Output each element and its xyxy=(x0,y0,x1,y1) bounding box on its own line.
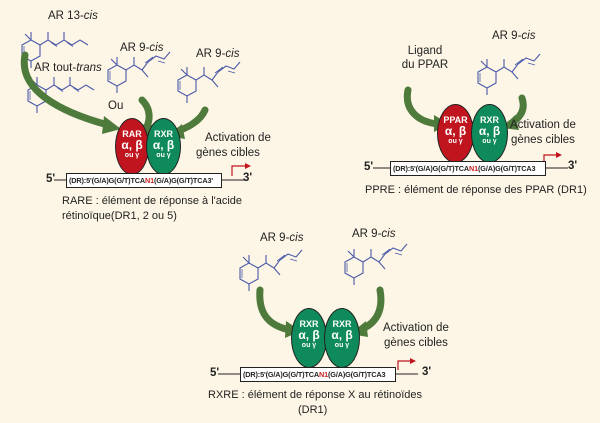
seq-post-rar: (G/A)G(G/T)TCA3' xyxy=(154,176,213,185)
caption-rxre-2: (DR1) xyxy=(298,404,328,416)
oval-rxr-rar: RXR α, β ou γ xyxy=(146,118,181,175)
arrow-rar-left xyxy=(20,51,112,129)
label-genes-rxr: gènes cibles xyxy=(384,337,448,349)
seq-post-rxr: (G/A)G(G/T)TCA3 xyxy=(328,370,386,379)
oval-rxr-ppar-name: RXR xyxy=(479,115,499,125)
tss-arrow-rar xyxy=(231,165,247,176)
arrow-rxr-left xyxy=(256,286,294,334)
three-prime-ppar: 3' xyxy=(568,160,578,172)
label-ar-tout-trans: AR tout-trans xyxy=(34,62,102,74)
oval-rxr-ppar-ou: ou γ xyxy=(482,138,497,145)
label-ar-9cis-rar-b: AR 9-cis xyxy=(196,48,240,60)
oval-rxr-rar-ou: ou γ xyxy=(156,152,171,159)
seq-pre-rar: (DR):5'(G/A)G(G/T)TCA xyxy=(69,176,145,185)
label-activation-rar: Activation de xyxy=(205,132,271,144)
five-prime-ppar: 5' xyxy=(364,161,374,173)
three-prime-rar: 3' xyxy=(243,172,253,184)
label-activation-rxr: Activation de xyxy=(383,322,449,334)
oval-rxr-left-ou: ou γ xyxy=(301,342,317,349)
label-ar-9cis-rxr-a: AR 9-cis xyxy=(260,232,304,244)
seq-pre-rxr: (DR):5'(G/A)G(G/T)TCA xyxy=(243,370,319,379)
label-du-ppar: du PPAR xyxy=(401,59,449,71)
oval-rar: RAR α, β ou γ xyxy=(115,118,149,175)
three-prime-rxr: 3' xyxy=(422,366,432,378)
oval-rxr-left-sub: α, β xyxy=(298,328,320,342)
oval-ppar: PPAR α, β ou γ xyxy=(437,104,474,163)
five-prime-rxr: 5' xyxy=(210,367,220,379)
sequence-box-ppar: (DR):5'(G/A)G(G/T)TCAN1(G/A)G(G/T)TCA3 xyxy=(390,161,546,176)
caption-ppre: PPRE : élément de réponse des PPAR (DR1) xyxy=(365,184,587,196)
oval-ppar-sub: α, β xyxy=(444,124,467,138)
tss-arrow-ppar xyxy=(543,154,558,164)
molecule-9cis-rxr-b xyxy=(344,243,408,286)
oval-rxr-left: RXR α, β ou γ xyxy=(291,308,327,368)
label-ar-9cis-ppar: AR 9-cis xyxy=(492,30,536,42)
arrow-ppar-left xyxy=(403,86,442,128)
tss-arrow-rxr xyxy=(397,360,412,370)
oval-ppar-ou: ou γ xyxy=(448,138,463,145)
five-prime-rar: 5' xyxy=(46,173,56,185)
oval-rxr-rar-sub: α, β xyxy=(152,138,175,152)
oval-rxr-rar-name: RXR xyxy=(153,129,173,139)
oval-rxr-right: RXR α, β ou γ xyxy=(324,308,360,368)
label-ar-13cis: AR 13-cis xyxy=(48,10,98,22)
seq-nn-rar: N1 xyxy=(145,176,155,185)
molecule-9cis-rar-a xyxy=(107,51,171,94)
label-ar-9cis-rxr-b: AR 9-cis xyxy=(352,228,396,240)
caption-rare-1: RARE : élément de réponse à l'acide xyxy=(62,195,243,207)
oval-rxr-ppar-sub: α, β xyxy=(478,124,501,138)
label-ar-9cis-rar-a: AR 9-cis xyxy=(120,42,164,54)
oval-ppar-name: PPAR xyxy=(443,115,468,125)
oval-rxr-left-name: RXR xyxy=(299,319,319,329)
oval-rar-sub: α, β xyxy=(121,138,143,152)
oval-rxr-ppar: RXR α, β ou γ xyxy=(471,104,508,163)
caption-rare-2: rétinoïque(DR1, 2 ou 5) xyxy=(62,210,177,222)
label-genes-ppar: gènes cibles xyxy=(511,134,575,146)
seq-post-ppar: (G/A)G(G/T)TCA3 xyxy=(478,164,536,173)
seq-nn-rxr: N1 xyxy=(319,370,329,379)
sequence-box-rxr: (DR):5'(G/A)G(G/T)TCAN1(G/A)G(G/T)TCA3 xyxy=(240,367,396,382)
oval-rxr-right-name: RXR xyxy=(332,319,352,329)
seq-pre-ppar: (DR):5'(G/A)G(G/T)TCA xyxy=(393,164,469,173)
caption-rxre-1: RXRE : élément de réponse X au rétinoïde… xyxy=(208,389,423,401)
oval-rxr-right-sub: α, β xyxy=(331,328,353,342)
oval-rxr-right-ou: ou γ xyxy=(334,342,350,349)
sequence-box-rar: (DR):5'(G/A)G(G/T)TCAN1(G/A)G(G/T)TCA3' xyxy=(66,173,222,188)
molecule-9cis-rar-b xyxy=(177,61,241,104)
label-ligand: Ligand xyxy=(407,45,443,57)
label-activation-ppar: Activation de xyxy=(510,119,576,131)
label-ou: Ou xyxy=(108,100,124,112)
seq-nn-ppar: N1 xyxy=(469,164,479,173)
oval-rar-ou: ou γ xyxy=(124,152,140,159)
label-genes-rar: gènes cibles xyxy=(196,147,260,159)
oval-rar-name: RAR xyxy=(122,129,142,139)
molecule-9cis-rxr-a xyxy=(239,249,303,292)
molecule-9cis-ppar xyxy=(477,53,541,96)
